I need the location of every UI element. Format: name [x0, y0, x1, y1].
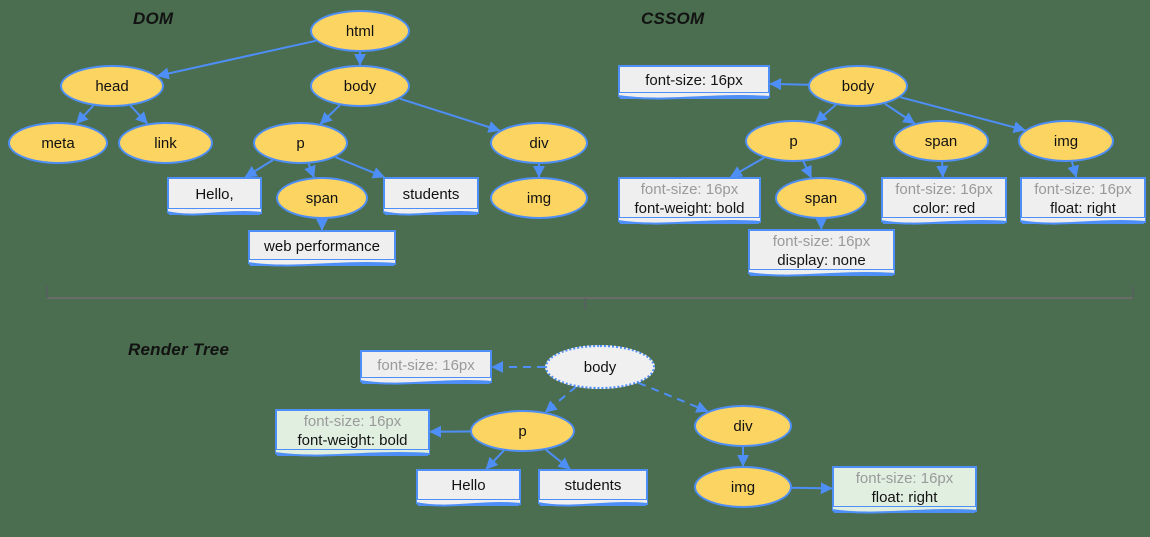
- tree-node-r-p: p: [470, 410, 575, 452]
- rule-line: float: right: [871, 488, 938, 506]
- render-tree-section-title: Render Tree: [128, 340, 230, 359]
- rule-line: font-size: 16px: [772, 232, 871, 250]
- edge-p-to-hello: [244, 159, 274, 178]
- node-label: html: [345, 22, 375, 40]
- node-label: Hello: [451, 477, 486, 495]
- render-tree-edges: [429, 361, 833, 495]
- edge-c-span-body-to-c-spanrule: [936, 161, 949, 178]
- tree-node-c-span-p: span: [775, 177, 867, 219]
- edge-html-to-head: [156, 39, 317, 80]
- style-rule-box-r-students: students: [538, 469, 648, 507]
- rule-line: font-weight: bold: [634, 199, 745, 217]
- node-label: p: [518, 422, 527, 440]
- tree-node-c-img: img: [1018, 120, 1114, 162]
- tree-node-c-p: p: [745, 120, 842, 162]
- node-label: span: [804, 189, 838, 207]
- section-divider: [46, 286, 1134, 310]
- tree-node-r-img: img: [694, 466, 792, 508]
- dom-edges: [75, 39, 545, 231]
- edge-p-to-students: [335, 156, 385, 179]
- rule-line: font-size: 16px: [303, 412, 402, 430]
- edge-r-body-to-r-div: [637, 381, 709, 413]
- rule-line: font-size: 16px: [855, 469, 954, 487]
- node-label: students: [564, 477, 622, 495]
- rule-line: font-size: 16px: [640, 180, 739, 198]
- edge-body-to-div: [399, 97, 501, 133]
- rule-line: font-size: 16px: [645, 71, 743, 89]
- node-label: span: [924, 132, 958, 150]
- node-label: img: [730, 478, 756, 496]
- rule-line: font-weight: bold: [297, 431, 408, 449]
- edge-p-to-span: [304, 163, 316, 179]
- cssom-section-title: CSSOM: [641, 9, 705, 28]
- rule-line: color: red: [912, 199, 976, 217]
- tree-node-c-span-body: span: [893, 120, 989, 162]
- edge-r-p-to-r-students: [545, 449, 571, 470]
- node-label: p: [789, 132, 798, 150]
- tree-node-html: html: [310, 10, 410, 52]
- edge-c-img-to-c-imgrule: [1067, 161, 1080, 178]
- tree-node-r-div: div: [694, 405, 792, 447]
- edge-head-to-meta: [75, 104, 95, 125]
- style-rule-box-c-bodyrule: font-size: 16px: [618, 65, 770, 100]
- edge-c-body-to-c-p: [814, 104, 837, 124]
- edge-head-to-link: [129, 104, 149, 125]
- style-rule-box-hello: Hello,: [167, 177, 262, 216]
- node-label: p: [296, 134, 305, 152]
- dom-section-title: DOM: [133, 9, 174, 28]
- rule-line: font-size: 16px: [377, 356, 475, 374]
- node-label: div: [733, 417, 753, 435]
- tree-node-div: div: [490, 122, 588, 164]
- node-label: img: [526, 189, 552, 207]
- node-label: meta: [41, 134, 75, 152]
- edge-c-p-to-c-prule: [729, 156, 765, 178]
- tree-node-p: p: [253, 122, 348, 164]
- node-label: body: [343, 77, 377, 95]
- rule-line: float: right: [1050, 199, 1116, 217]
- node-label: img: [1053, 132, 1079, 150]
- node-label: body: [583, 358, 617, 376]
- edge-r-img-to-r-imgrule: [791, 482, 833, 495]
- edge-c-body-to-c-bodyrule: [769, 78, 809, 91]
- tree-node-c-body: body: [808, 65, 908, 107]
- tree-node-link: link: [118, 122, 213, 164]
- node-label: Hello,: [195, 185, 234, 203]
- edge-body-to-p: [319, 104, 341, 125]
- style-rule-box-r-hello: Hello: [416, 469, 521, 507]
- node-label: link: [154, 134, 177, 152]
- edge-c-body-to-c-img: [900, 96, 1026, 134]
- edge-r-body-to-r-p: [544, 386, 577, 413]
- tree-node-span: span: [276, 177, 368, 219]
- node-label: body: [841, 77, 875, 95]
- tree-node-body: body: [310, 65, 410, 107]
- node-label: web performance: [264, 237, 380, 255]
- tree-node-meta: meta: [8, 122, 108, 164]
- rule-line: display: none: [777, 251, 866, 269]
- edge-c-p-to-c-span-p: [800, 161, 812, 179]
- tree-node-r-body: body: [545, 345, 655, 389]
- style-rule-box-webperf: web performance: [248, 230, 396, 267]
- style-rule-box-r-bodyrule: font-size: 16px: [360, 350, 492, 385]
- tree-node-head: head: [60, 65, 164, 107]
- edge-r-p-to-r-hello: [485, 449, 505, 470]
- node-label: div: [529, 134, 549, 152]
- rule-line: font-size: 16px: [1034, 180, 1132, 198]
- node-label: span: [305, 189, 339, 207]
- tree-node-img: img: [490, 177, 588, 219]
- style-rule-box-students: students: [383, 177, 479, 216]
- edge-c-body-to-c-span-body: [884, 102, 916, 125]
- node-label: head: [95, 77, 129, 95]
- node-label: students: [402, 185, 460, 203]
- rule-line: font-size: 16px: [895, 180, 993, 198]
- cssom-edges: [729, 78, 1080, 230]
